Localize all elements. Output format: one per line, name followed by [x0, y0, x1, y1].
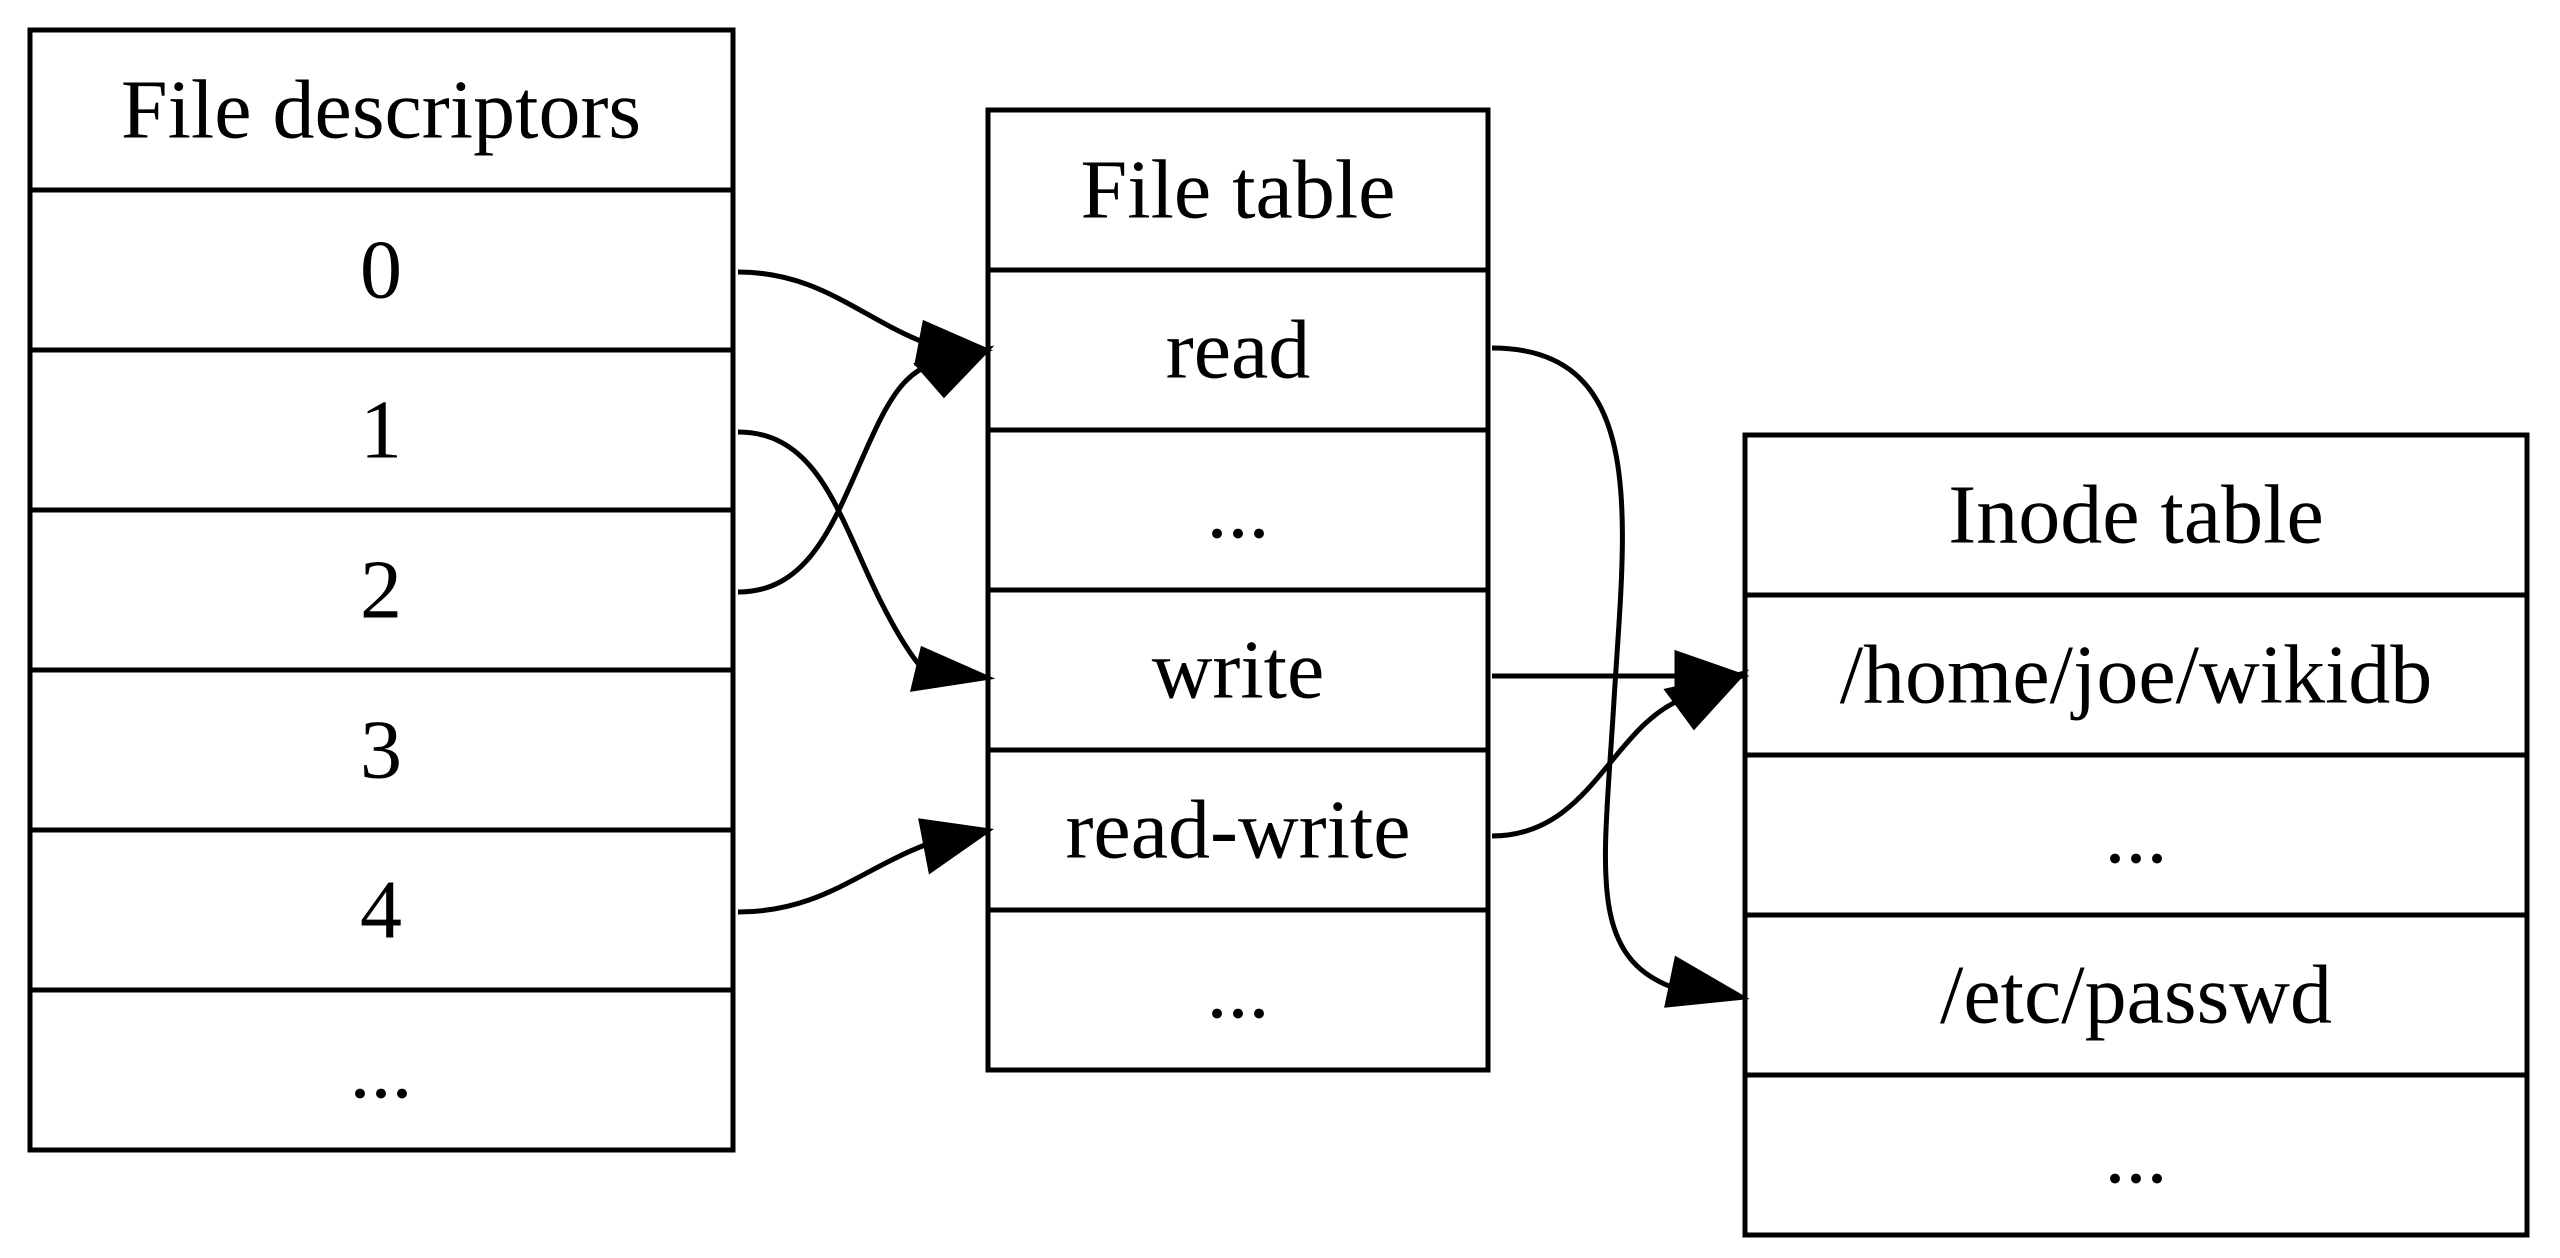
- inode-row-3-cell: [1742, 1072, 2530, 1238]
- file-row-2-cell: [985, 587, 1491, 753]
- inode-table-header-cell: [1742, 432, 2530, 598]
- edge-readwrite-to-wikidb: [1491, 697, 1681, 839]
- inode-row-3: ...: [2105, 1109, 2168, 1202]
- arrowhead-readwrite-to-wikidb: [1663, 669, 1750, 731]
- file-descriptors-table: File descriptors 0 1 2 3 4 ...: [27, 27, 736, 1153]
- fd-row-1: 1: [360, 384, 402, 477]
- fd-row-5: ...: [350, 1024, 413, 1117]
- fd-row-4: 4: [360, 864, 402, 957]
- arrowhead-read-to-passwd: [1664, 955, 1750, 1008]
- edge-fd2-to-read: [737, 362, 931, 595]
- edge-fd0-to-read: [737, 269, 929, 347]
- fd-row-4-cell: [27, 827, 736, 993]
- edge-fd1-to-write: [737, 429, 932, 678]
- arrowhead-fd2-to-read: [913, 345, 995, 399]
- file-row-0: read: [1166, 304, 1311, 397]
- file-table-header: File table: [1081, 144, 1396, 237]
- edge-read-to-passwd: [1491, 345, 1681, 993]
- file-table-header-cell: [985, 107, 1491, 273]
- file-table: File table read ... write read-write ...: [985, 107, 1491, 1073]
- fd-row-2-cell: [27, 507, 736, 673]
- fd-row-0-cell: [27, 187, 736, 353]
- edge-fd4-to-readwrite: [737, 842, 926, 915]
- arrowhead-fd1-to-write: [910, 645, 996, 692]
- inode-table-header: Inode table: [1948, 469, 2324, 562]
- inode-row-0: /home/joe/wikidb: [1840, 629, 2433, 722]
- inode-row-1-cell: [1742, 752, 2530, 918]
- inode-row-2-cell: [1742, 912, 2530, 1078]
- arrowhead-fd4-to-readwrite: [918, 818, 994, 875]
- fd-row-0: 0: [360, 224, 402, 317]
- fd-table-header-cell: [27, 27, 736, 193]
- edges: [737, 269, 1750, 1008]
- inode-row-1: ...: [2105, 789, 2168, 882]
- file-row-1: ...: [1207, 464, 1270, 557]
- file-row-2: write: [1152, 624, 1325, 717]
- inode-row-2: /etc/passwd: [1940, 949, 2332, 1042]
- fd-table-header: File descriptors: [121, 64, 641, 157]
- file-row-3: read-write: [1065, 784, 1410, 877]
- file-row-4: ...: [1207, 944, 1270, 1037]
- fd-row-5-cell: [27, 987, 736, 1153]
- file-row-4-cell: [985, 907, 1491, 1073]
- file-row-3-cell: [985, 747, 1491, 913]
- inode-table: Inode table /home/joe/wikidb ... /etc/pa…: [1742, 432, 2530, 1238]
- fd-row-3: 3: [360, 704, 402, 797]
- file-row-1-cell: [985, 427, 1491, 593]
- fd-row-1-cell: [27, 347, 736, 513]
- fd-row-2: 2: [360, 544, 402, 637]
